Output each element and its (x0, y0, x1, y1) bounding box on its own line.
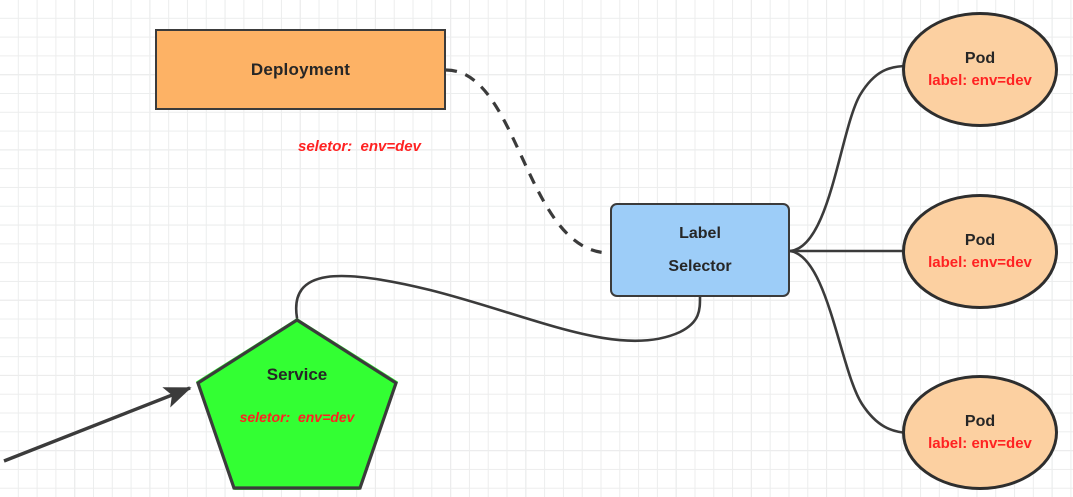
pod-label: Pod (964, 50, 996, 67)
service-pentagon-outline (196, 318, 398, 490)
label-selector-label-line1: Label (679, 224, 721, 242)
pod-node-3[interactable]: Pod label: env=dev (902, 375, 1058, 490)
label-selector-node[interactable]: Label Selector (610, 203, 790, 297)
deployment-selector-annotation: seletor: env=dev (298, 138, 421, 155)
pod-label: Pod (964, 232, 996, 249)
pod-selector-label: label: env=dev (928, 254, 1032, 271)
edge-label-selector-to-pod-3 (788, 249, 910, 435)
pod-node-1[interactable]: Pod label: env=dev (902, 12, 1058, 127)
pod-selector-label: label: env=dev (928, 435, 1032, 452)
service-label: Service (266, 365, 328, 384)
edge-external-to-service (3, 386, 192, 463)
edge-label-selector-to-pod-1 (788, 64, 910, 253)
pod-selector-label: label: env=dev (928, 72, 1032, 89)
edge-service-to-label-selector (294, 274, 702, 343)
service-selector-label: seletor: env=dev (239, 409, 355, 425)
deployment-label: Deployment (250, 59, 351, 79)
label-selector-label-line2: Selector (668, 257, 732, 275)
pod-node-2[interactable]: Pod label: env=dev (902, 194, 1058, 309)
deployment-node[interactable]: Deployment (155, 29, 446, 110)
pod-label: Pod (964, 413, 996, 430)
edge-deployment-to-label-selector (445, 68, 611, 255)
service-node[interactable]: Service seletor: env=dev (196, 318, 398, 490)
